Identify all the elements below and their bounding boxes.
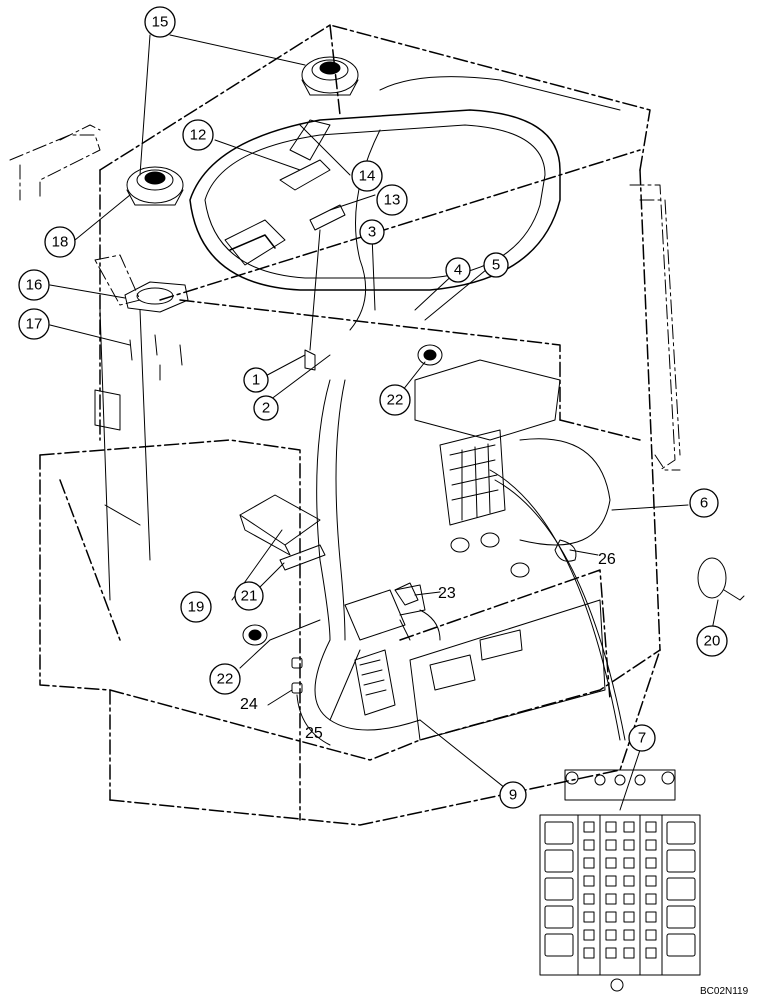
svg-text:1: 1 [252, 372, 260, 389]
callout-14: 14 [351, 160, 383, 192]
label-24: 24 [240, 696, 258, 713]
connectors [450, 532, 577, 578]
callout-17: 17 [18, 308, 50, 340]
left-handrail [9, 124, 101, 201]
rear-panel [409, 359, 606, 741]
callout-9: 9 [499, 781, 527, 809]
svg-text:9: 9 [509, 787, 517, 804]
callout-22-a: 22 [379, 384, 411, 416]
relay-row-right [666, 821, 696, 957]
leader-lines [49, 34, 719, 811]
svg-text:5: 5 [492, 257, 500, 274]
label-23: 23 [438, 585, 456, 602]
svg-text:13: 13 [384, 192, 401, 209]
callout-15-a: 15 [144, 6, 176, 38]
callout-22-b: 22 [209, 663, 241, 695]
svg-text:22: 22 [387, 392, 404, 409]
callout-19: 19 [180, 591, 212, 623]
callout-18: 18 [44, 226, 76, 258]
fuse-relay-panel [439, 429, 611, 546]
svg-text:7: 7 [638, 730, 646, 747]
figure-code: BC02N119 [700, 986, 749, 997]
svg-text:12: 12 [190, 127, 207, 144]
cab-frame-outline [39, 24, 661, 826]
callout-4: 4 [445, 257, 471, 283]
callout-13: 13 [376, 184, 408, 216]
grommet-lower [242, 624, 268, 646]
label-25: 25 [305, 725, 323, 742]
svg-text:19: 19 [188, 599, 205, 616]
speaker-upper-right [301, 56, 359, 96]
callout-5: 5 [483, 252, 509, 278]
left-post [94, 254, 151, 601]
speaker-upper-left [126, 166, 184, 206]
callout-1: 1 [243, 367, 269, 393]
callout-6: 6 [689, 488, 719, 518]
callout-21: 21 [234, 581, 264, 611]
svg-text:2: 2 [262, 400, 270, 417]
svg-text:16: 16 [26, 277, 43, 294]
pigtail-connectors [291, 657, 331, 746]
svg-text:17: 17 [26, 316, 43, 333]
svg-text:20: 20 [704, 633, 721, 650]
grommet-upper [417, 344, 443, 366]
roof-window [189, 109, 561, 291]
callout-7: 7 [628, 724, 656, 752]
svg-text:14: 14 [359, 168, 376, 185]
svg-text:21: 21 [241, 588, 258, 605]
svg-text:4: 4 [454, 262, 462, 279]
fuse-columns [583, 821, 657, 959]
svg-text:6: 6 [700, 495, 708, 512]
label-26: 26 [598, 551, 616, 568]
relay-panel-inset [539, 769, 701, 992]
svg-text:3: 3 [368, 224, 376, 241]
mounting-bracket [279, 544, 326, 571]
control-module [344, 584, 426, 716]
svg-text:22: 22 [217, 671, 234, 688]
storage-tray [239, 494, 321, 556]
dome-light [124, 281, 189, 313]
callout-12: 12 [182, 119, 214, 151]
svg-text:15: 15 [152, 14, 169, 31]
wire-clip [394, 582, 441, 641]
right-handrail [629, 184, 681, 471]
callout-3: 3 [359, 219, 385, 245]
cable-tie [697, 557, 745, 601]
svg-text:18: 18 [52, 234, 69, 251]
callout-2: 2 [253, 395, 279, 421]
callout-20: 20 [696, 625, 728, 657]
callout-16: 16 [18, 269, 50, 301]
screws [129, 334, 183, 381]
relay-row-left [544, 821, 574, 957]
